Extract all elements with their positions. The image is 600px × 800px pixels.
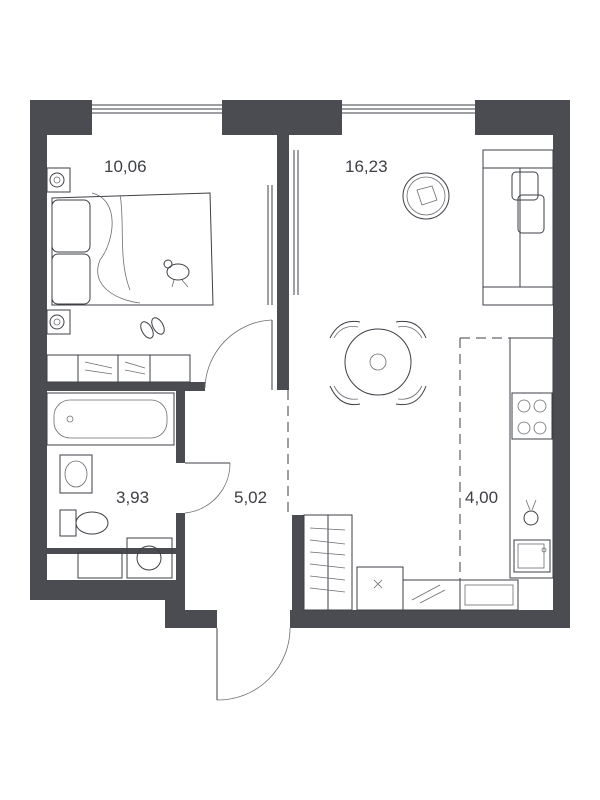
zone-lines — [287, 337, 520, 608]
pillow-2 — [51, 253, 91, 305]
wall-bedroom-living — [277, 135, 289, 390]
outer-wall-top-middle — [222, 100, 342, 135]
wall-bathroom-hall-upper — [176, 391, 185, 463]
outer-wall-left — [30, 100, 47, 600]
area-label-bedroom: 10,06 — [104, 157, 147, 176]
doors — [184, 150, 299, 701]
wardrobe-bedroom — [46, 354, 191, 383]
living-furniture — [329, 149, 554, 406]
kitchen-counter — [509, 337, 554, 579]
dog-icon — [163, 259, 190, 288]
bathtub — [46, 392, 175, 446]
hall-wardrobe — [303, 514, 353, 611]
outer-wall-bottom-left — [30, 580, 182, 600]
slippers-icon — [140, 317, 165, 339]
kitchen-furniture — [356, 337, 554, 611]
sliding-door-living — [267, 150, 299, 305]
bathroom-furniture — [46, 392, 175, 579]
kitchen-mixer — [523, 499, 539, 526]
coffee-table — [402, 172, 450, 220]
bed — [51, 192, 214, 306]
dining-table — [329, 320, 427, 406]
walls — [30, 100, 570, 628]
outer-wall-bottom-right — [290, 610, 570, 628]
dining-chair-tr — [395, 320, 427, 339]
wall-bathroom-hall-lower — [176, 513, 185, 588]
bedroom-furniture — [46, 167, 214, 383]
nightstand-bottom — [46, 309, 71, 335]
door-bathroom — [184, 462, 231, 514]
windows — [92, 100, 475, 135]
area-labels: 10,06 16,23 3,93 5,02 4,00 — [104, 157, 498, 507]
outer-wall-bottom-door-left — [165, 610, 217, 628]
sofa — [482, 149, 554, 306]
dining-chair-bl — [329, 385, 361, 406]
area-label-bathroom: 3,93 — [116, 488, 149, 507]
door-bedroom — [204, 319, 273, 390]
outer-wall-right — [553, 100, 570, 628]
window-bedroom — [92, 100, 222, 135]
dining-chair-br — [395, 385, 427, 406]
area-label-hall: 5,02 — [234, 488, 267, 507]
fridge — [459, 579, 519, 611]
pillow-1 — [51, 199, 91, 253]
area-label-kitchen: 4,00 — [465, 488, 498, 507]
door-entrance — [216, 627, 291, 701]
area-label-living: 16,23 — [345, 157, 388, 176]
toilet — [59, 509, 109, 537]
window-living — [342, 100, 475, 135]
bathroom-cabinet — [77, 551, 123, 579]
side-cabinet — [356, 566, 404, 611]
washbasin — [59, 454, 93, 494]
wall-hall-closet — [292, 515, 304, 612]
stove — [511, 392, 553, 440]
wall-bathroom-bottom — [47, 548, 176, 554]
washing-machine — [126, 537, 173, 579]
sink — [513, 539, 551, 573]
kitchen-cabinet — [402, 579, 461, 611]
wall-bedroom-bathroom — [47, 382, 205, 391]
nightstand-top — [46, 167, 71, 193]
dining-chair-tl — [329, 320, 361, 339]
